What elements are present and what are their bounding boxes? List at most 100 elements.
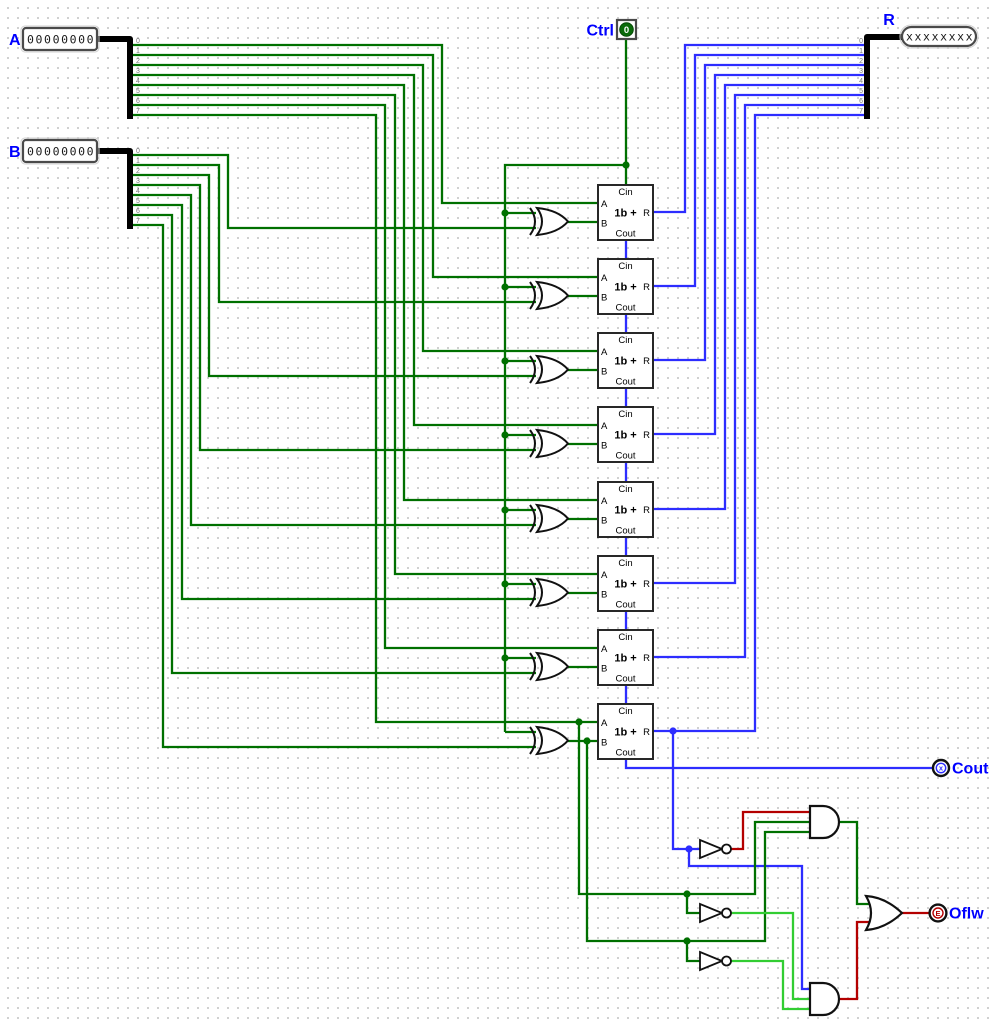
adder-pin-cout-label: Cout xyxy=(615,303,635,314)
output-r-halo xyxy=(899,24,979,49)
junction-dot xyxy=(575,718,583,726)
bus-r xyxy=(864,34,903,119)
wire-a-bit1 xyxy=(131,53,598,279)
input-b-value[interactable]: 00000000 xyxy=(27,145,95,159)
adder-pin-a-label: A xyxy=(601,570,608,581)
input-a-value[interactable]: 00000000 xyxy=(27,33,95,47)
splitter-a-bit-index: 7 xyxy=(136,108,140,115)
xor-gate-input-arc xyxy=(529,281,536,310)
adder-1bit-box xyxy=(597,555,654,612)
adder-pin-b-label: B xyxy=(601,664,607,675)
xor-gate-input-arc xyxy=(529,207,536,236)
adder-pin-a-label: A xyxy=(601,421,608,432)
wire-cout-out xyxy=(624,759,932,770)
xor-gate xyxy=(534,428,570,459)
xor-gate xyxy=(534,651,570,682)
and-gate xyxy=(808,981,841,1017)
and-gate xyxy=(808,804,841,840)
adder-pin-b-label: B xyxy=(601,590,607,601)
or-gate xyxy=(864,894,904,932)
cout-label: Cout xyxy=(952,761,989,778)
input-a-label: A xyxy=(9,32,21,49)
wire-and2-out xyxy=(839,920,872,1001)
adder-pin-a-label: A xyxy=(601,199,608,210)
adder-title: 1b + xyxy=(614,653,636,665)
wire-b-bit5 xyxy=(131,203,536,601)
junction-dot xyxy=(501,283,509,291)
merger-r-bit-index: 0 xyxy=(859,38,863,45)
adder-1bit-box xyxy=(597,481,654,538)
junction-dot xyxy=(683,890,691,898)
xor-gate xyxy=(534,503,570,534)
xor-gate-input-arc xyxy=(529,504,536,533)
junction-dot xyxy=(685,845,693,853)
wire-a-bit0 xyxy=(131,43,598,205)
adder-pin-cout-label: Cout xyxy=(615,674,635,685)
junction-dot xyxy=(501,506,509,514)
junction-dot xyxy=(501,431,509,439)
xor-gate-input-arc xyxy=(529,355,536,384)
output-r-box xyxy=(900,25,978,48)
input-b-label: B xyxy=(9,144,21,161)
adder-pin-a-label: A xyxy=(601,273,608,284)
wire-b-bit6 xyxy=(131,213,536,675)
input-a-box[interactable] xyxy=(21,26,99,52)
adder-1bit-box xyxy=(597,258,654,315)
xor-gate-input-arc xyxy=(529,652,536,681)
adder-pin-b-label: B xyxy=(601,441,607,452)
adder-1bit-box xyxy=(597,184,654,241)
wire-a-bit7 xyxy=(131,113,598,724)
adder-pin-b-label: B xyxy=(601,219,607,230)
adder-pin-b-label: B xyxy=(601,293,607,304)
input-a-halo xyxy=(20,25,100,53)
splitter-a-bit-index: 2 xyxy=(136,58,140,65)
adder-pin-cin-label: Cin xyxy=(618,632,632,643)
wire-r-bit3 xyxy=(653,73,867,436)
merger-r-bit-index: 2 xyxy=(859,58,863,65)
adder-pin-r-label: R xyxy=(643,579,650,590)
junction-dot xyxy=(501,654,509,662)
xor-gate xyxy=(534,280,570,311)
output-r-label: R xyxy=(883,12,895,29)
not-gate xyxy=(699,902,725,924)
xor-gate-input-arc xyxy=(529,726,536,755)
wire-a-bit5 xyxy=(131,93,598,576)
oflw-label: Oflw xyxy=(949,906,984,923)
junction-dots-layer xyxy=(501,161,693,945)
wire-a-bit2 xyxy=(131,63,598,353)
adder-title: 1b + xyxy=(614,579,636,591)
wire-r-bit0 xyxy=(653,43,867,214)
wire-a-bit6 xyxy=(131,103,598,650)
bus-b xyxy=(97,148,133,229)
adder-pin-cout-label: Cout xyxy=(615,748,635,759)
oflw-pin-ring xyxy=(928,903,948,923)
adder-title: 1b + xyxy=(614,505,636,517)
adder-title: 1b + xyxy=(614,282,636,294)
adder-pin-cin-label: Cin xyxy=(618,187,632,198)
oflw-pin-glyph: E xyxy=(935,909,940,918)
oflw-pin-inner-ring xyxy=(932,907,944,919)
junction-dot xyxy=(683,937,691,945)
wire-r-bit2 xyxy=(653,63,867,362)
not-gate-bubble xyxy=(721,907,732,919)
junction-dot xyxy=(583,737,591,745)
adder-pin-cout-label: Cout xyxy=(615,600,635,611)
wires-layer xyxy=(131,39,932,1011)
adder-pin-b-label: B xyxy=(601,738,607,749)
adder-pin-cin-label: Cin xyxy=(618,261,632,272)
wire-b-bit1 xyxy=(131,163,536,304)
input-b-box[interactable] xyxy=(21,138,99,164)
adder-pin-a-label: A xyxy=(601,718,608,729)
ctrl-value[interactable]: 0 xyxy=(624,25,629,36)
adder-pin-r-label: R xyxy=(643,430,650,441)
adder-pin-cin-label: Cin xyxy=(618,558,632,569)
merger-r-bit-index: 5 xyxy=(859,88,863,95)
adder-pin-r-label: R xyxy=(643,727,650,738)
splitter-a-bit-index: 3 xyxy=(136,68,140,75)
wire-b-bit4 xyxy=(131,193,536,527)
splitter-b-bit-index: 7 xyxy=(136,218,140,225)
ctrl-label: Ctrl xyxy=(586,23,614,40)
wire-b-bit7 xyxy=(131,223,536,749)
